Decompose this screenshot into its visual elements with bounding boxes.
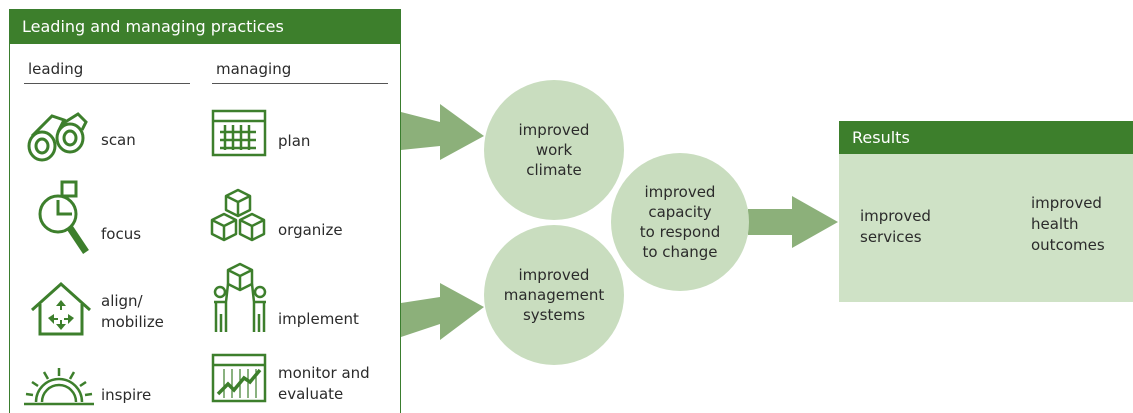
people-carrying-box-icon	[213, 262, 267, 332]
house-arrows-icon	[30, 281, 92, 336]
stacked-cubes-icon	[210, 188, 266, 242]
circle-work-climate: improved work climate	[484, 80, 624, 220]
practice-scan: scan	[101, 131, 136, 149]
line-graph-icon	[211, 353, 267, 403]
arrow-to-management-systems	[401, 283, 484, 340]
practices-panel: Leading and managing practices leading m…	[9, 9, 401, 413]
improved-health-outcomes-label: improved health outcomes	[1031, 194, 1105, 254]
managing-heading: managing	[216, 60, 292, 78]
management-systems-label: improved management systems	[503, 266, 605, 324]
practice-align-mobilize: align/ mobilize	[101, 292, 164, 331]
magnifier-chart-icon	[38, 180, 89, 254]
practice-focus: focus	[101, 225, 142, 243]
practice-plan: plan	[278, 132, 311, 150]
capacity-label: improved capacity to respond to change	[639, 183, 721, 261]
binoculars-icon	[27, 112, 88, 162]
practice-monitor-evaluate: monitor and evaluate	[278, 364, 370, 403]
calendar-grid-icon	[211, 109, 267, 157]
sunrise-icon	[24, 368, 94, 406]
circle-management-systems: improved management systems	[484, 225, 624, 365]
practice-organize: organize	[278, 221, 343, 239]
practice-inspire: inspire	[101, 386, 152, 404]
leading-rule	[24, 83, 190, 84]
arrow-to-work-climate	[401, 104, 484, 160]
circle-capacity: improved capacity to respond to change	[611, 153, 749, 291]
work-climate-label: improved work climate	[518, 121, 590, 179]
results-box: Results improved services improved healt…	[839, 121, 1133, 302]
arrow-to-results	[748, 196, 838, 248]
results-title: Results	[839, 121, 1133, 154]
panel-title: Leading and managing practices	[10, 10, 400, 44]
practice-implement: implement	[278, 310, 359, 328]
leading-heading: leading	[28, 60, 84, 78]
managing-rule	[212, 83, 388, 84]
improved-services-label: improved services	[860, 207, 931, 246]
